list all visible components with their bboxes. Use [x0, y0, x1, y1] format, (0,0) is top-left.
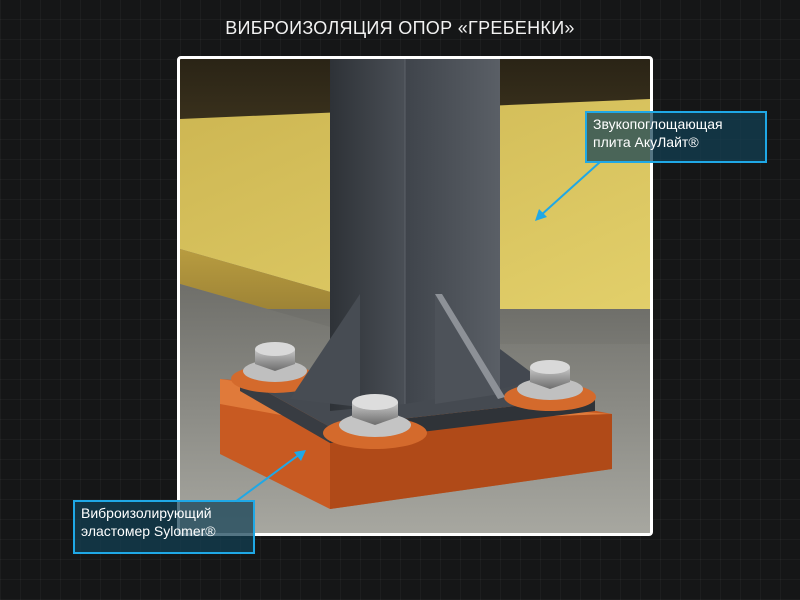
- callout-acoustic-board: Звукопоглощающая плита АкуЛайт®: [585, 111, 767, 163]
- callout-acoustic-board-line2: плита АкуЛайт®: [593, 134, 699, 150]
- callout-elastomer: Виброизолирующий эластомер Sylomer®: [73, 500, 255, 554]
- callout-elastomer-line2: эластомер Sylomer®: [81, 523, 216, 539]
- product-illustration: [177, 56, 653, 536]
- callout-elastomer-line1: Виброизолирующий: [81, 505, 212, 521]
- callout-acoustic-board-line1: Звукопоглощающая: [593, 116, 723, 132]
- page-title: ВИБРОИЗОЛЯЦИЯ ОПОР «ГРЕБЕНКИ»: [225, 18, 575, 38]
